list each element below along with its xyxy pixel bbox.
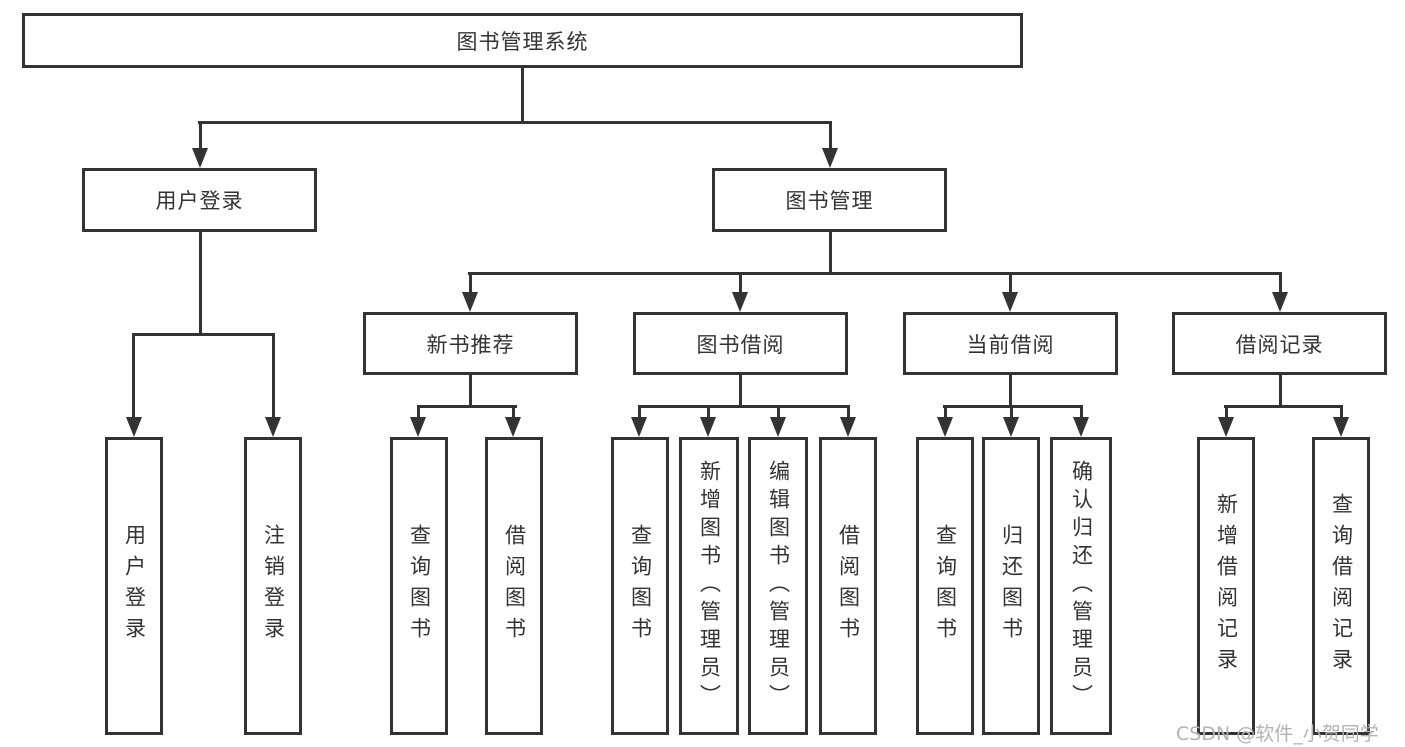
leaf-query-borrow-record: 查询借阅记录 [1312, 437, 1370, 735]
arrow-down-icon [265, 417, 281, 437]
node-label: 编辑图书（管理员） [766, 460, 791, 712]
connector-line [777, 407, 780, 419]
connector-line [1340, 407, 1343, 419]
connector-line [829, 232, 832, 275]
connector-line [1279, 274, 1282, 294]
arrow-down-icon [840, 417, 856, 437]
leaf-logout: 注销登录 [244, 437, 302, 735]
connector-line [521, 67, 524, 124]
arrow-down-icon [1333, 417, 1349, 437]
leaf-return-books: 归还图书 [982, 437, 1040, 735]
node-label: 确认归还（管理员） [1069, 460, 1094, 712]
connector-line [1225, 407, 1228, 419]
node-label: 查询图书 [933, 524, 958, 648]
node-label: 图书管理 [785, 189, 874, 213]
arrow-down-icon [192, 148, 208, 168]
connector-line [739, 274, 742, 294]
arrow-down-icon [1073, 417, 1089, 437]
node-label: 新增借阅记录 [1214, 493, 1239, 679]
node-label: 用户登录 [155, 189, 244, 213]
leaf-edit-books-admin: 编辑图书（管理员） [748, 437, 808, 735]
watermark: CSDN @软件_小贺同学 [1176, 723, 1379, 745]
node-label: 借阅记录 [1235, 332, 1324, 357]
leaf-query-books-borrowing: 查询图书 [611, 437, 669, 735]
arrow-down-icon [1272, 292, 1288, 312]
arrow-down-icon [505, 417, 521, 437]
node-label: 图书管理系统 [456, 29, 589, 54]
leaf-user-login: 用户登录 [105, 437, 163, 735]
connector-line [417, 407, 420, 419]
node-label: 归还图书 [999, 524, 1024, 648]
connector-line [417, 405, 517, 408]
node-book-management: 图书管理 [712, 168, 947, 232]
node-label: 用户登录 [122, 524, 147, 648]
connector-line [198, 121, 832, 124]
connector-line [469, 375, 472, 408]
connector-line [132, 333, 275, 336]
node-label: 查询图书 [628, 524, 653, 648]
leaf-query-books-recommend: 查询图书 [390, 437, 448, 735]
node-label: 新书推荐 [426, 332, 515, 357]
arrow-down-icon [700, 417, 716, 437]
arrow-down-icon [770, 417, 786, 437]
arrow-down-icon [732, 292, 748, 312]
connector-line [468, 272, 1282, 275]
connector-line [638, 405, 850, 408]
connector-line [638, 407, 641, 419]
connector-line [944, 407, 947, 419]
leaf-borrow-books-recommend: 借阅图书 [485, 437, 543, 735]
node-borrowing-records: 借阅记录 [1172, 312, 1387, 375]
connector-line [1009, 274, 1012, 294]
arrow-down-icon [410, 417, 426, 437]
leaf-borrow-books-borrowing: 借阅图书 [819, 437, 877, 735]
arrow-down-icon [1002, 292, 1018, 312]
connector-line [512, 407, 515, 419]
connector-line [943, 405, 1083, 408]
node-label: 新增图书（管理员） [697, 460, 722, 712]
connector-line [1010, 407, 1013, 419]
leaf-confirm-return-admin: 确认归还（管理员） [1050, 437, 1112, 735]
leaf-add-borrow-record: 新增借阅记录 [1197, 437, 1255, 735]
node-current-borrowing: 当前借阅 [903, 312, 1118, 375]
arrow-down-icon [822, 148, 838, 168]
arrow-down-icon [1003, 417, 1019, 437]
node-label: 注销登录 [261, 524, 286, 648]
arrow-down-icon [631, 417, 647, 437]
arrow-down-icon [1218, 417, 1234, 437]
connector-line [1224, 405, 1343, 408]
arrow-down-icon [937, 417, 953, 437]
connector-line [1279, 375, 1282, 408]
node-label: 借阅图书 [502, 524, 527, 648]
node-new-book-recommendation: 新书推荐 [363, 312, 578, 375]
leaf-query-books-current: 查询图书 [916, 437, 974, 735]
connector-line [1080, 407, 1083, 419]
connector-line [469, 274, 472, 294]
connector-line [132, 335, 135, 419]
arrow-down-icon [126, 417, 142, 437]
node-user-login: 用户登录 [82, 168, 317, 232]
connector-line [1009, 375, 1012, 408]
connector-line [272, 335, 275, 419]
arrow-down-icon [462, 292, 478, 312]
node-label: 借阅图书 [836, 524, 861, 648]
connector-line [739, 375, 742, 408]
node-label: 当前借阅 [966, 332, 1055, 357]
node-book-borrowing: 图书借阅 [633, 312, 848, 375]
connector-line [847, 407, 850, 419]
connector-line [829, 122, 832, 150]
connector-line [199, 232, 202, 336]
node-label: 查询借阅记录 [1329, 493, 1354, 679]
node-label: 图书借阅 [696, 332, 785, 357]
node-label: 查询图书 [407, 524, 432, 648]
connector-line [199, 122, 202, 150]
connector-line [707, 407, 710, 419]
leaf-add-books-admin: 新增图书（管理员） [679, 437, 739, 735]
node-library-management-system: 图书管理系统 [22, 13, 1023, 68]
